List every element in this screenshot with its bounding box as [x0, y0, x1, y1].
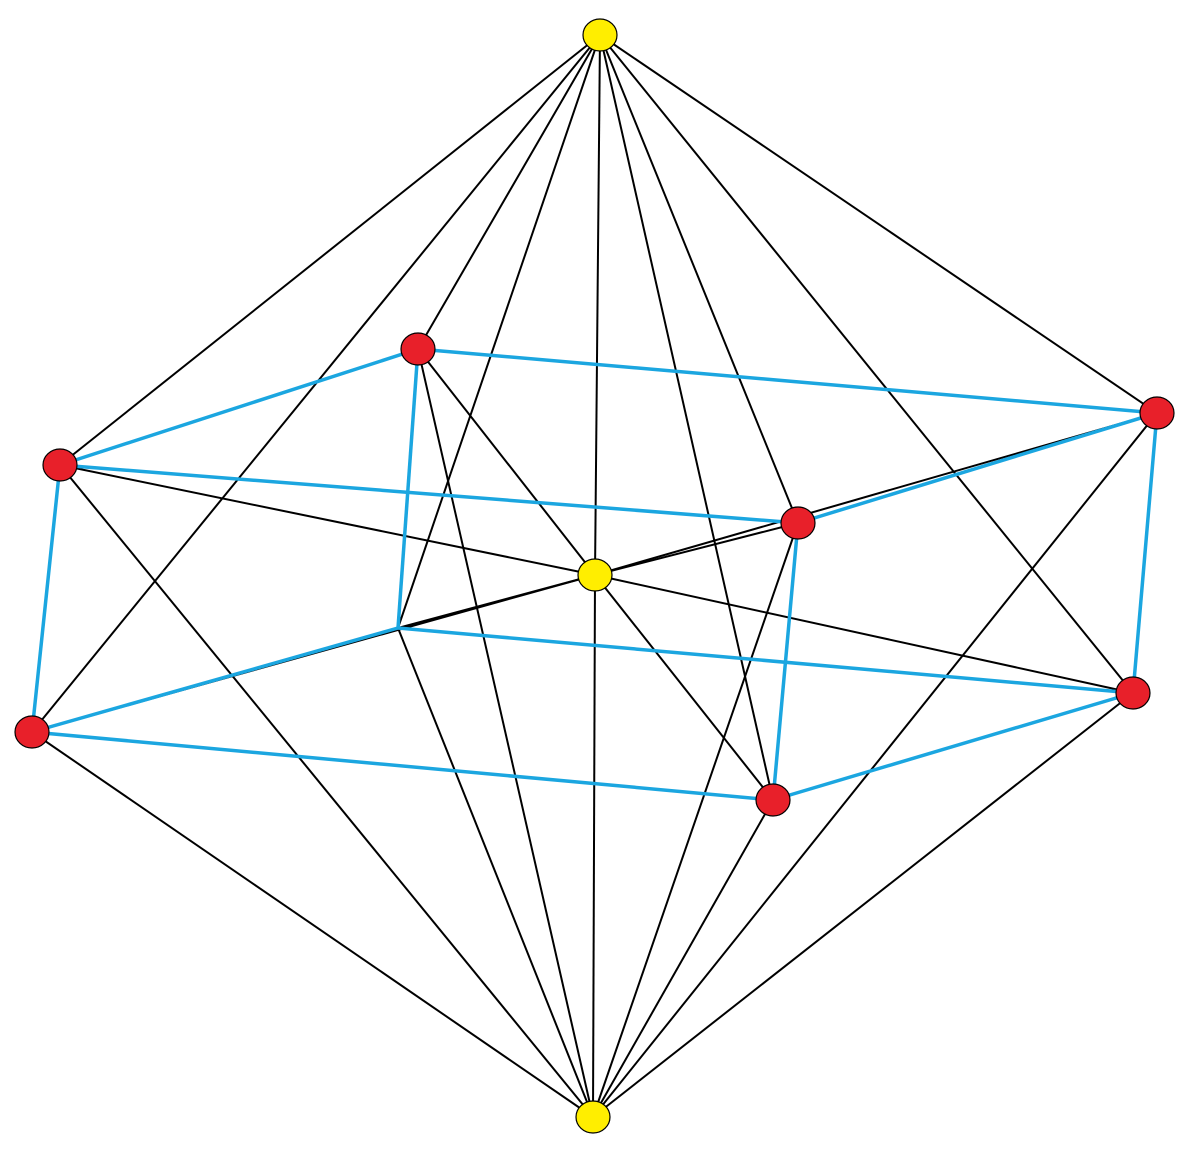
- black-edge-center-b: [59, 464, 596, 576]
- apex-vertex-bottom: [575, 1100, 611, 1134]
- cube-edge-c-d: [797, 411, 1158, 525]
- cube-vertex-g: [755, 783, 791, 817]
- cube-vertex-e: [14, 715, 50, 749]
- black-edge-top-c: [599, 34, 1158, 414]
- black-edge-bottom-center: [592, 574, 596, 1118]
- black-edge-top-g: [599, 34, 774, 801]
- cube-vertex-c: [1139, 396, 1175, 430]
- black-edge-top-center: [594, 34, 601, 576]
- black-edge-center-d: [594, 522, 799, 576]
- cube-edge-a-b: [59, 347, 419, 467]
- cube-edge-f-g: [772, 691, 1134, 802]
- cube-edges: [30, 347, 1159, 802]
- black-edge-top-b: [59, 34, 601, 466]
- cube-vertex-f: [1115, 676, 1151, 710]
- cube-edge-a-h: [396, 348, 420, 629]
- cube-edge-b-e: [30, 464, 62, 733]
- cube-vertex-a: [400, 332, 436, 366]
- black-edge-top-d: [599, 34, 799, 524]
- black-edge-top-h: [397, 34, 601, 629]
- cube-edge-b-d: [59, 463, 799, 525]
- cube-vertex-b: [42, 448, 78, 482]
- black-edge-top-a: [417, 34, 601, 350]
- black-edge-bottom-a: [417, 348, 594, 1118]
- cube-edge-c-f: [1131, 412, 1159, 694]
- apex-vertex-top: [582, 18, 618, 52]
- cube-edge-h-f: [397, 626, 1134, 695]
- black-edge-top-f: [599, 34, 1134, 694]
- cube-edge-a-c: [417, 347, 1158, 415]
- black-edge-bottom-g: [592, 799, 774, 1118]
- cube-edge-d-g: [771, 522, 800, 801]
- black-edge-bottom-h: [397, 627, 594, 1118]
- black-edge-center-f: [594, 574, 1134, 694]
- black-edge-bottom-c: [592, 412, 1158, 1118]
- cube-edge-e-h: [31, 626, 399, 734]
- black-edge-bottom-d: [592, 522, 799, 1118]
- black-edge-bottom-f: [592, 692, 1134, 1118]
- black-edge-center-h: [397, 574, 596, 629]
- vertices: [14, 18, 1175, 1134]
- apex-vertex-center: [577, 558, 613, 592]
- cube-vertex-d: [780, 506, 816, 540]
- black-edge-bottom-e: [31, 731, 594, 1118]
- black-edge-center-a: [417, 348, 596, 576]
- black-edge-bottom-b: [59, 464, 594, 1118]
- cube-edge-g-e: [31, 730, 774, 802]
- black-edge-center-g: [594, 574, 774, 801]
